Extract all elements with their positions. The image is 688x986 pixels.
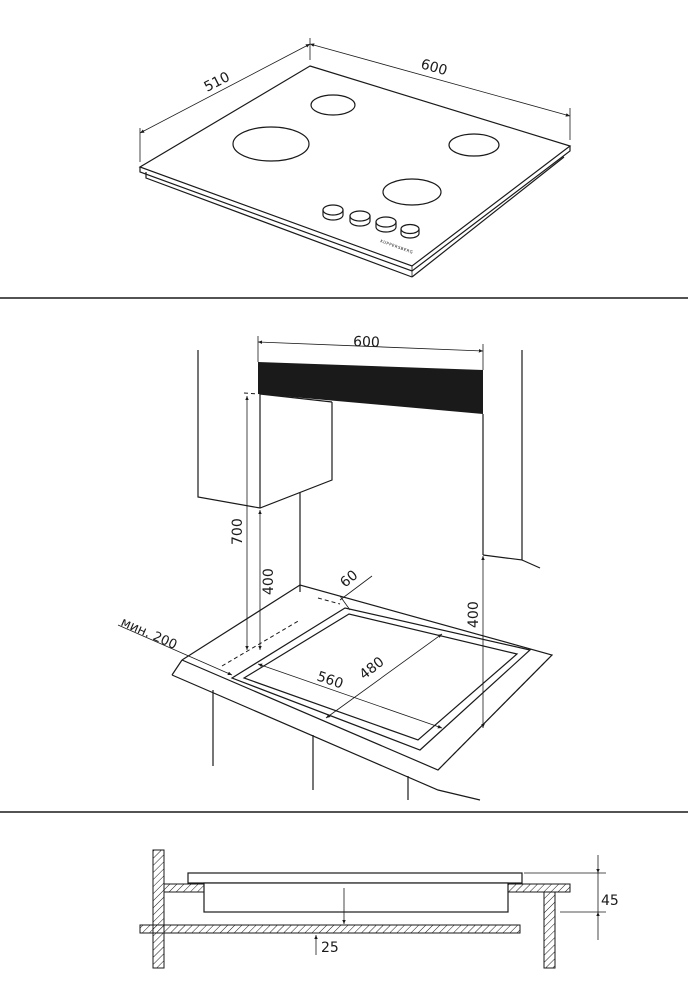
- knob: [400, 223, 420, 239]
- dim-25-label: 25: [321, 940, 339, 956]
- dim-400-left-label: 400: [261, 568, 277, 595]
- dim-60-label: 60: [337, 567, 361, 591]
- knob: [375, 216, 397, 233]
- dim-hood-line: [257, 340, 484, 353]
- cross-section-view: 25 45: [139, 849, 619, 969]
- burner-back-right: [448, 133, 500, 157]
- wall-cabinet-right: [482, 350, 523, 561]
- wall-cabinet-left-top: [259, 393, 333, 403]
- dim-600-line: [309, 43, 571, 117]
- left-wall-section: [152, 849, 165, 969]
- countertop-right-section: [507, 883, 571, 893]
- dim-60-ext: [317, 597, 341, 605]
- dim-400-right-label: 400: [466, 601, 482, 628]
- dim-hood-label: 600: [353, 334, 380, 351]
- dim-480-label: 480: [357, 654, 388, 683]
- cutout-inner: [242, 613, 519, 741]
- cutout-outer: [230, 607, 532, 751]
- hob-perspective-view: KUPPERSBERG 510 600: [138, 38, 572, 278]
- dim-200-dashed: [221, 619, 301, 667]
- hob-edge: [139, 146, 571, 272]
- control-knobs: [322, 204, 420, 239]
- dim-60-leader: [339, 575, 373, 601]
- dim-700-label: 700: [230, 518, 246, 545]
- hob-lower-edge-side: [411, 156, 565, 278]
- installation-view: 600 700 400 400: [117, 334, 554, 801]
- countertop-left-section: [163, 883, 205, 893]
- wall-cabinet-right-foot: [521, 559, 541, 569]
- dim-560-line: [257, 663, 443, 729]
- dim-560-label: 560: [315, 669, 345, 693]
- hob-lower-edge-front: [145, 172, 413, 278]
- dim-200-label: мин. 200: [118, 615, 179, 653]
- dim-200-line: [117, 624, 233, 676]
- dim-510-label: 510: [202, 69, 233, 95]
- knob: [349, 210, 371, 227]
- countertop-left-corner: [171, 659, 183, 676]
- dim-600-label: 600: [419, 56, 449, 79]
- hob-body-section: [203, 882, 509, 913]
- burner-front-right: [382, 178, 442, 206]
- knob: [322, 204, 344, 221]
- hob-glass-section: [187, 872, 523, 884]
- brand-logo-text: KUPPERSBERG: [380, 238, 414, 255]
- dim-510-line: [139, 43, 311, 134]
- countertop-right-dashed: [437, 654, 553, 771]
- dim-45-label: 45: [601, 893, 619, 909]
- shelf-section: [139, 924, 521, 934]
- hood-band: [258, 362, 483, 414]
- burner-front-left: [232, 126, 310, 162]
- burner-back-left: [310, 94, 356, 116]
- dim-480-line: [325, 633, 443, 719]
- dim-700-ext-top: [243, 392, 259, 395]
- hob-top-plate: [138, 65, 572, 267]
- right-wall-section: [543, 891, 556, 969]
